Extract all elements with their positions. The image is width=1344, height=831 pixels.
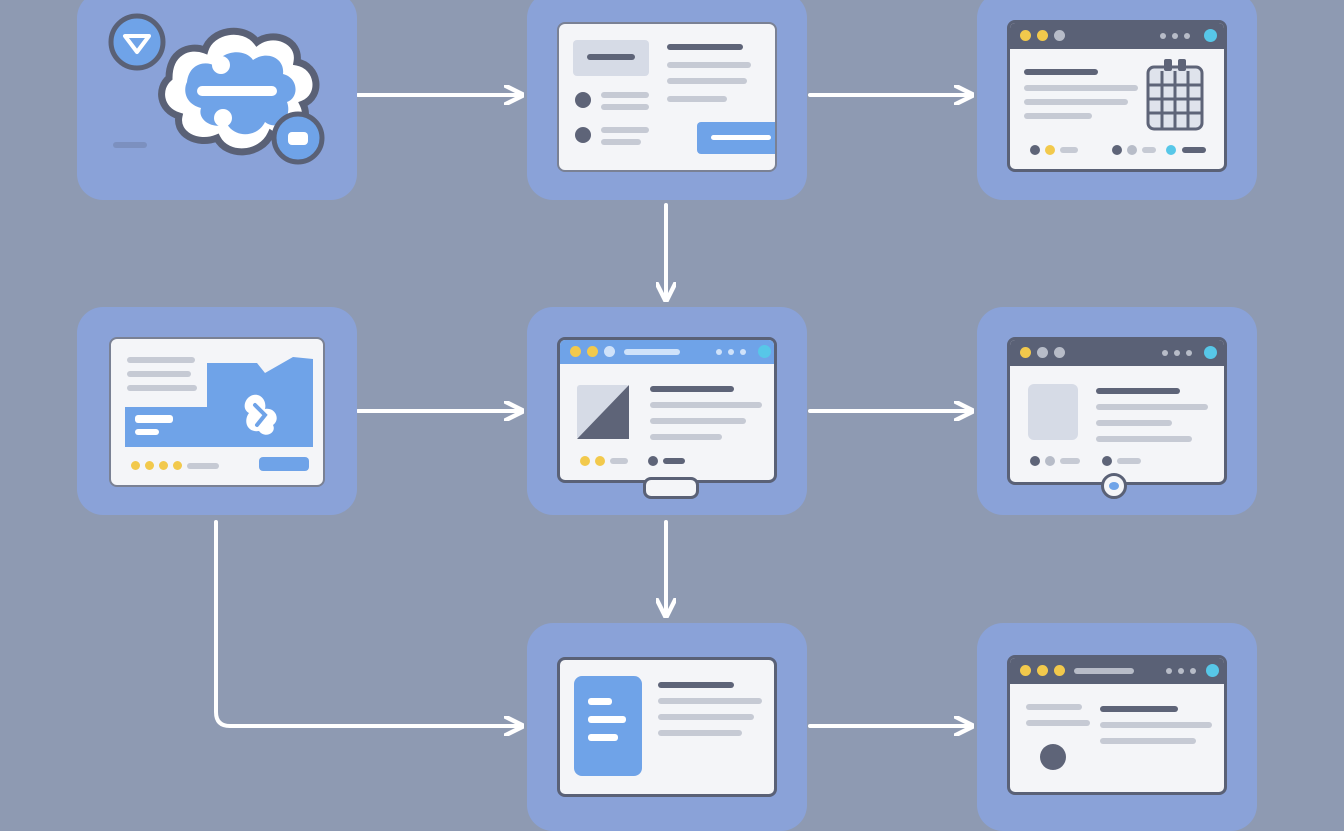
window-dot-icon [587,346,598,357]
text-line [1024,85,1138,91]
browser-window-frame [557,337,777,483]
submit-button [697,122,775,154]
window-dot-icon [1054,665,1065,676]
window-tab-handle [643,477,699,499]
puzzle-integration-icon [108,13,325,165]
node-browser-window [527,307,807,515]
window-dot-icon [1037,30,1048,41]
link-icon [1101,473,1127,499]
window-dot-icon [1020,347,1031,358]
calendar-icon [1146,59,1204,131]
text-line [601,127,649,133]
window-dot-icon [604,346,615,357]
image-icon [577,385,629,439]
window-dot-icon [1204,29,1217,42]
window-dot-icon [1054,30,1065,41]
window-dot-icon [1204,346,1217,359]
arrow-map-to-document [214,520,520,726]
text-line [667,78,747,84]
window-dot-icon [1206,664,1219,677]
text-line [601,92,649,98]
connectors [214,0,1344,750]
text-line [667,96,727,102]
map-icon [125,357,313,447]
window-dot-icon [570,346,581,357]
window-dot-icon [1037,347,1048,358]
heading-line [1024,69,1098,75]
node-integration-logo [77,0,357,200]
text-line [1024,113,1092,119]
node-profile-window [977,307,1257,515]
node-document-card [527,623,807,831]
node-final-window [977,623,1257,831]
calendar-window-frame [1007,20,1227,172]
document-icon [574,676,642,776]
text-line [601,139,641,145]
document-card-frame [557,657,777,797]
radio-icon [575,92,591,108]
form-icon [557,22,777,172]
text-line [601,104,649,110]
radio-icon [575,127,591,143]
node-form-screen [527,0,807,200]
window-dot-icon [1020,30,1031,41]
image-placeholder [573,40,649,76]
text-line [667,62,751,68]
window-title-bar [560,340,774,364]
window-dot-icon [1037,665,1048,676]
node-map-card [77,307,357,515]
window-title-bar [1010,658,1224,684]
window-dot-icon [1054,347,1065,358]
node-calendar-window [977,0,1257,200]
window-icon [1007,655,1227,795]
window-title-bar [1010,340,1224,366]
window-dot-icon [758,345,771,358]
text-line [1024,99,1128,105]
window-title-bar [1010,23,1224,49]
action-button [259,457,309,471]
profile-window-frame [1007,337,1227,485]
profile-icon [1028,384,1078,440]
map-card-frame [109,337,325,487]
window-dot-icon [1020,665,1031,676]
heading-line [667,44,743,50]
